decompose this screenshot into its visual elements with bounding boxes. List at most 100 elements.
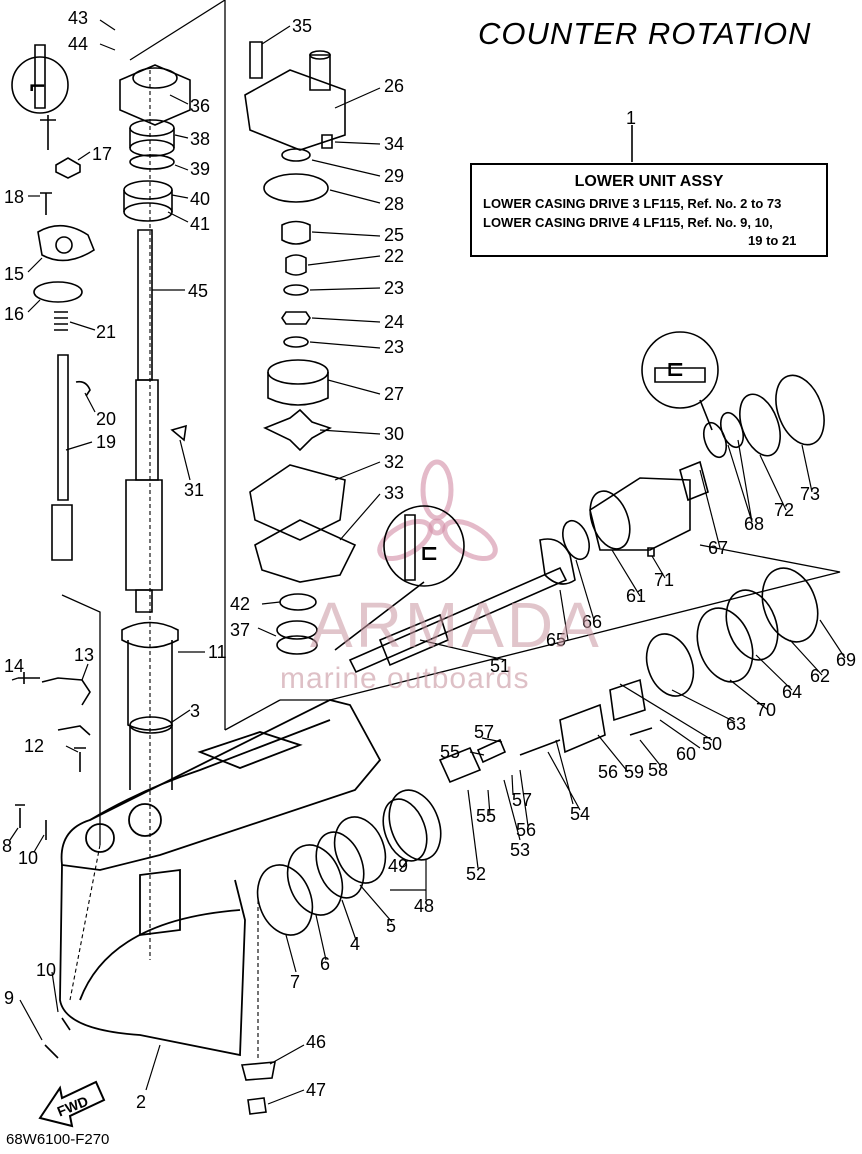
callout-54: 54 bbox=[570, 804, 590, 824]
callout-leaders bbox=[9, 19, 846, 1105]
callout-30: 30 bbox=[384, 424, 404, 444]
callout-13: 13 bbox=[74, 645, 94, 665]
callout-21: 21 bbox=[96, 322, 116, 342]
callout-71: 71 bbox=[654, 570, 674, 590]
callout-57a: 57 bbox=[474, 722, 494, 742]
lower-casing bbox=[59, 699, 382, 1057]
water-pump-assembly bbox=[244, 41, 465, 655]
callout-4: 4 bbox=[350, 934, 360, 954]
assembly-info-box: LOWER UNIT ASSY LOWER CASING DRIVE 3 LF1… bbox=[470, 163, 828, 257]
forward-gear-group bbox=[256, 789, 442, 936]
callout-45: 45 bbox=[188, 281, 208, 301]
callout-27: 27 bbox=[384, 384, 404, 404]
callout-38: 38 bbox=[190, 129, 210, 149]
callout-60: 60 bbox=[676, 744, 696, 764]
callout-10b: 10 bbox=[36, 960, 56, 980]
callout-48: 48 bbox=[414, 896, 434, 916]
callout-40: 40 bbox=[190, 189, 210, 209]
callout-56a: 56 bbox=[516, 820, 536, 840]
callout-63: 63 bbox=[726, 714, 746, 734]
shift-rod-assembly bbox=[11, 44, 95, 561]
callout-55a: 55 bbox=[440, 742, 460, 762]
callout-12: 12 bbox=[24, 736, 44, 756]
callout-23b: 23 bbox=[384, 337, 404, 357]
callout-52: 52 bbox=[466, 864, 486, 884]
callout-37: 37 bbox=[230, 620, 250, 640]
callout-2: 2 bbox=[136, 1092, 146, 1112]
pinion-gear-parts bbox=[240, 1061, 276, 1115]
callout-72: 72 bbox=[774, 500, 794, 520]
dashed-guides bbox=[69, 70, 259, 1060]
callout-32: 32 bbox=[384, 452, 404, 472]
callout-36: 36 bbox=[190, 96, 210, 116]
callout-47: 47 bbox=[306, 1080, 326, 1100]
callout-58: 58 bbox=[648, 760, 668, 780]
callout-33: 33 bbox=[384, 483, 404, 503]
callout-3: 3 bbox=[190, 701, 200, 721]
detail-mark-grease-2: ⊏ bbox=[666, 357, 684, 382]
callout-7: 7 bbox=[290, 972, 300, 992]
callout-35: 35 bbox=[292, 16, 312, 36]
callout-6: 6 bbox=[320, 954, 330, 974]
detail-mark-shift: ⌐ bbox=[28, 75, 46, 100]
assembly-line-1: LOWER CASING DRIVE 3 LF115, Ref. No. 2 t… bbox=[483, 196, 782, 211]
callout-28: 28 bbox=[384, 194, 404, 214]
assy-ref-number: 1 bbox=[626, 108, 636, 128]
callout-5: 5 bbox=[386, 916, 396, 936]
callout-8: 8 bbox=[2, 836, 12, 856]
callout-43: 43 bbox=[68, 8, 88, 28]
callout-49: 49 bbox=[388, 856, 408, 876]
callout-15: 15 bbox=[4, 264, 24, 284]
callout-51: 51 bbox=[490, 656, 510, 676]
detail-mark-grease-1: ⊏ bbox=[420, 541, 438, 566]
callout-62: 62 bbox=[810, 666, 830, 686]
callout-67: 67 bbox=[708, 538, 728, 558]
callout-22: 22 bbox=[384, 246, 404, 266]
callout-66: 66 bbox=[582, 612, 602, 632]
fwd-arrow bbox=[38, 1080, 106, 1128]
callout-68: 68 bbox=[744, 514, 764, 534]
callout-64: 64 bbox=[782, 682, 802, 702]
callout-44: 44 bbox=[68, 34, 88, 54]
diagram-title: COUNTER ROTATION bbox=[478, 16, 812, 51]
callout-18: 18 bbox=[4, 187, 24, 207]
callout-56b: 56 bbox=[598, 762, 618, 782]
callout-65: 65 bbox=[546, 630, 566, 650]
callout-25: 25 bbox=[384, 225, 404, 245]
callout-23a: 23 bbox=[384, 278, 404, 298]
frame-lines bbox=[61, 0, 841, 845]
watermark-brand-name: ARMADA bbox=[310, 589, 602, 661]
assembly-line-2: LOWER CASING DRIVE 4 LF115, Ref. No. 9, … bbox=[483, 215, 773, 230]
callout-10a: 10 bbox=[18, 848, 38, 868]
clutch-shift-group bbox=[438, 567, 819, 784]
callout-53: 53 bbox=[510, 840, 530, 860]
diagram-code: 68W6100-F270 bbox=[6, 1131, 110, 1148]
callout-69: 69 bbox=[836, 650, 856, 670]
callout-14: 14 bbox=[4, 656, 24, 676]
callout-16: 16 bbox=[4, 304, 24, 324]
drive-shaft-assembly bbox=[119, 64, 191, 790]
assembly-line-3: 19 to 21 bbox=[748, 233, 797, 248]
callout-numbers: 43 44 36 38 39 40 41 45 17 18 15 16 21 2… bbox=[2, 8, 856, 1112]
callout-24: 24 bbox=[384, 312, 404, 332]
watermark-subtitle: marine outboards bbox=[280, 662, 530, 695]
callout-9: 9 bbox=[4, 988, 14, 1008]
callout-70: 70 bbox=[756, 700, 776, 720]
callout-26: 26 bbox=[384, 76, 404, 96]
assembly-name: LOWER UNIT ASSY bbox=[574, 173, 724, 190]
callout-42: 42 bbox=[230, 594, 250, 614]
callout-57b: 57 bbox=[512, 790, 532, 810]
callout-31: 31 bbox=[184, 480, 204, 500]
propeller-shaft-housing bbox=[348, 331, 825, 674]
callout-11: 11 bbox=[208, 642, 227, 662]
callout-19: 19 bbox=[96, 432, 116, 452]
callout-46: 46 bbox=[306, 1032, 326, 1052]
callout-73: 73 bbox=[800, 484, 820, 504]
callout-29: 29 bbox=[384, 166, 404, 186]
detail-inset-marks: ⌐ ⊏ ⊏ bbox=[28, 75, 684, 566]
callout-39: 39 bbox=[190, 159, 210, 179]
callout-55b: 55 bbox=[476, 806, 496, 826]
callout-59: 59 bbox=[624, 762, 644, 782]
